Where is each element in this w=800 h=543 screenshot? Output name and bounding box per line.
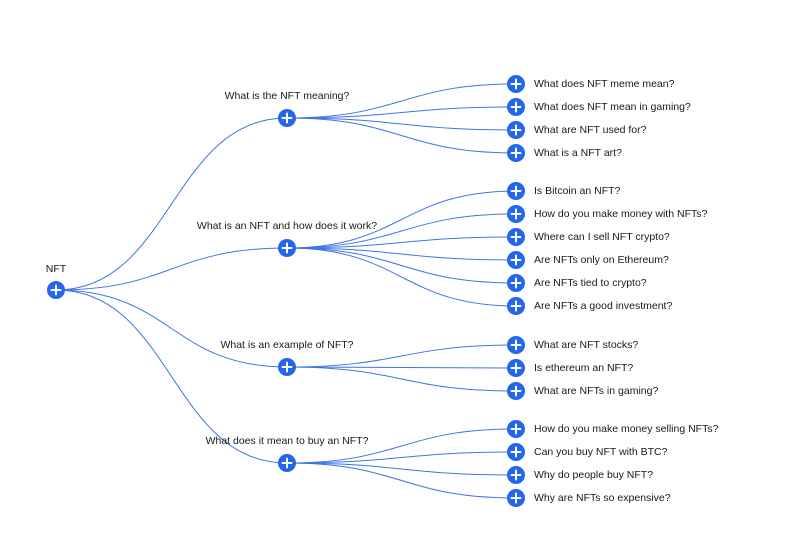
branch-4-link-2 <box>286 451 517 464</box>
plus-icon <box>510 423 522 435</box>
leaf-node-button-4-2[interactable] <box>507 443 525 461</box>
leaf-label-2-5: Are NFTs tied to crypto? <box>534 277 647 289</box>
branch-1-link-3 <box>286 117 517 131</box>
branch-2-link-3 <box>286 236 517 249</box>
branch-1-link-1 <box>286 83 517 119</box>
plus-icon <box>510 254 522 266</box>
branch-3-link-2 <box>286 366 517 369</box>
leaf-node-button-1-1[interactable] <box>507 75 525 93</box>
branch-3-link-3 <box>286 366 517 392</box>
plus-icon <box>510 208 522 220</box>
root-link-4 <box>55 289 288 464</box>
leaf-label-2-4: Are NFTs only on Ethereum? <box>534 254 669 266</box>
leaf-node-button-2-5[interactable] <box>507 274 525 292</box>
root-link-2 <box>55 247 288 291</box>
branch-label-2: What is an NFT and how does it work? <box>197 220 377 232</box>
plus-icon <box>510 492 522 504</box>
leaf-node-button-2-2[interactable] <box>507 205 525 223</box>
branch-3-link-1 <box>286 344 517 368</box>
leaf-label-2-6: Are NFTs a good investment? <box>534 300 672 312</box>
branch-node-button-2[interactable] <box>278 239 296 257</box>
leaf-label-4-2: Can you buy NFT with BTC? <box>534 446 668 458</box>
leaf-node-button-4-3[interactable] <box>507 466 525 484</box>
branch-1-link-4 <box>286 117 517 154</box>
plus-icon <box>510 339 522 351</box>
branch-node-button-4[interactable] <box>278 454 296 472</box>
leaf-node-button-1-4[interactable] <box>507 144 525 162</box>
branch-2-link-1 <box>286 190 517 249</box>
root-link-1 <box>55 117 288 291</box>
branch-1-link-2 <box>286 106 517 119</box>
leaf-node-button-4-1[interactable] <box>507 420 525 438</box>
leaf-node-button-3-3[interactable] <box>507 382 525 400</box>
leaf-label-1-3: What are NFT used for? <box>534 124 647 136</box>
leaf-label-2-3: Where can I sell NFT crypto? <box>534 231 670 243</box>
branch-2-link-5 <box>286 247 517 284</box>
leaf-label-3-1: What are NFT stocks? <box>534 339 638 351</box>
branch-4-link-4 <box>286 462 517 499</box>
leaf-label-2-2: How do you make money with NFTs? <box>534 208 707 220</box>
plus-icon <box>510 231 522 243</box>
plus-icon <box>510 300 522 312</box>
root-label: NFT <box>46 263 67 275</box>
plus-icon <box>281 112 293 124</box>
branch-label-1: What is the NFT meaning? <box>225 90 350 102</box>
plus-icon <box>510 446 522 458</box>
leaf-node-button-2-4[interactable] <box>507 251 525 269</box>
plus-icon <box>510 277 522 289</box>
plus-icon <box>510 469 522 481</box>
leaf-label-3-2: Is ethereum an NFT? <box>534 362 633 374</box>
branch-node-button-3[interactable] <box>278 358 296 376</box>
branch-label-3: What is an example of NFT? <box>220 339 353 351</box>
branch-2-link-4 <box>286 247 517 261</box>
branch-label-4: What does it mean to buy an NFT? <box>206 435 369 447</box>
plus-icon <box>510 147 522 159</box>
tree-nodes: NFT What is the NFT meaning? What does NFT… <box>46 75 719 507</box>
plus-icon <box>50 284 62 296</box>
leaf-label-3-3: What are NFTs in gaming? <box>534 385 658 397</box>
branch-4-link-3 <box>286 462 517 476</box>
leaf-label-1-1: What does NFT meme mean? <box>534 78 675 90</box>
leaf-node-button-1-3[interactable] <box>507 121 525 139</box>
tree-links <box>55 83 517 499</box>
branch-2-link-6 <box>286 247 517 307</box>
leaf-node-button-3-2[interactable] <box>507 359 525 377</box>
leaf-node-button-4-4[interactable] <box>507 489 525 507</box>
plus-icon <box>510 385 522 397</box>
leaf-node-button-3-1[interactable] <box>507 336 525 354</box>
leaf-node-button-2-6[interactable] <box>507 297 525 315</box>
leaf-node-button-2-3[interactable] <box>507 228 525 246</box>
root-link-3 <box>55 289 288 368</box>
plus-icon <box>510 101 522 113</box>
plus-icon <box>281 361 293 373</box>
leaf-node-button-2-1[interactable] <box>507 182 525 200</box>
leaf-label-4-4: Why are NFTs so expensive? <box>534 492 671 504</box>
root-node-button[interactable] <box>47 281 65 299</box>
branch-4-link-1 <box>286 428 517 464</box>
plus-icon <box>281 457 293 469</box>
plus-icon <box>510 362 522 374</box>
plus-icon <box>510 185 522 197</box>
leaf-label-2-1: Is Bitcoin an NFT? <box>534 185 621 197</box>
branch-2-link-2 <box>286 213 517 249</box>
leaf-node-button-1-2[interactable] <box>507 98 525 116</box>
plus-icon <box>281 242 293 254</box>
leaf-label-1-4: What is a NFT art? <box>534 147 622 159</box>
plus-icon <box>510 124 522 136</box>
leaf-label-4-3: Why do people buy NFT? <box>534 469 653 481</box>
leaf-label-1-2: What does NFT mean in gaming? <box>534 101 691 113</box>
leaf-label-4-1: How do you make money selling NFTs? <box>534 423 719 435</box>
branch-node-button-1[interactable] <box>278 109 296 127</box>
plus-icon <box>510 78 522 90</box>
